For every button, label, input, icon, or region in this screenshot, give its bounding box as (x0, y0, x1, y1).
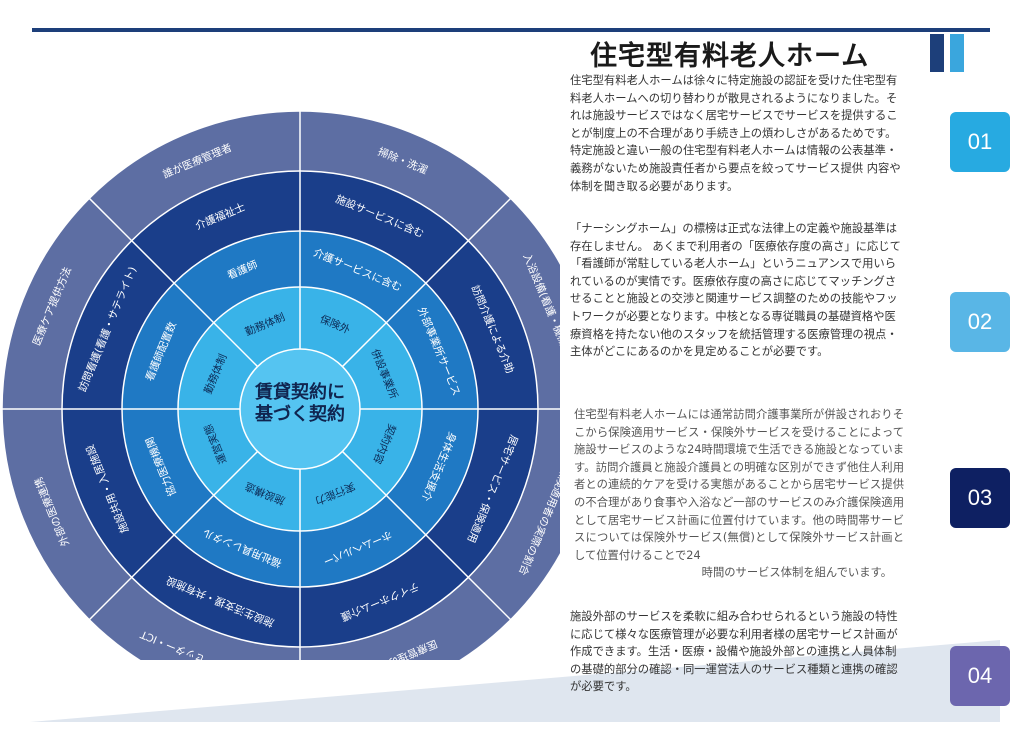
wheel-sector-divider (341, 197, 512, 368)
paragraph-3-main: 住宅型有料老人ホームには通常訪問介護事業所が併設されおりそこから保険適用サービス… (574, 408, 904, 562)
paragraph-1: 住宅型有料老人ホームは徐々に特定施設の認証を受けた住宅型有料老人ホームへの切り替… (570, 74, 901, 193)
section-tab-03[interactable]: 03 (950, 468, 1010, 528)
page-title: 住宅型有料老人ホーム (590, 41, 870, 72)
title-deco-bar-dark (930, 34, 944, 72)
paragraph-3: 住宅型有料老人ホームには通常訪問介護事業所が併設されおりそこから保険適用サービス… (574, 406, 904, 582)
paragraph-2: 「ナーシングホーム」の標榜は正式な法律上の定義や施設基準は存在しません。 あくま… (570, 222, 901, 359)
section-tab-04[interactable]: 04 (950, 646, 1010, 706)
wheel-sector-divider (88, 197, 259, 368)
wheel-sector-divider (341, 450, 512, 621)
wheel-center-line1: 賃貸契約に (254, 381, 345, 403)
wheel-center-line2: 基づく契約 (254, 403, 345, 425)
wheel-rings (1, 110, 560, 660)
service-wheel-diagram: 勤務体制保険外併設事業所契約内容実行能力施設構造運営実態勤務体制看護師介護サービ… (1, 110, 560, 660)
header-rule (32, 28, 990, 32)
wheel-sector-divider (88, 450, 259, 621)
title-deco-bar-light (950, 34, 964, 72)
section-tab-02[interactable]: 02 (950, 292, 1010, 352)
section-tab-01[interactable]: 01 (950, 112, 1010, 172)
paragraph-3-tail: 時間のサービス体制を組んでいます。 (701, 566, 892, 580)
paragraph-4: 施設外部のサービスを柔軟に組み合わせられるという施設の特性に応じて様々な医療管理… (570, 610, 898, 694)
